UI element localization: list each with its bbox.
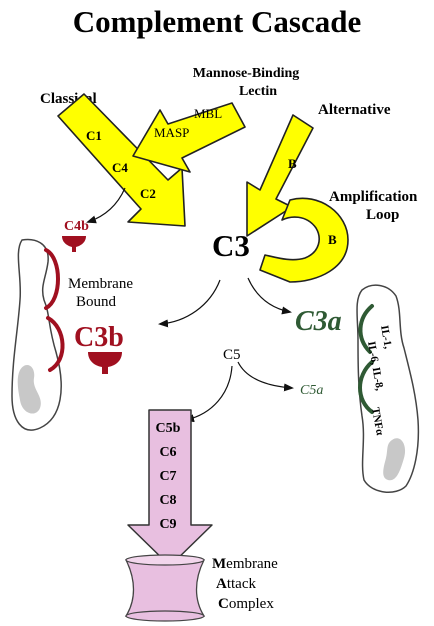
classical-c4: C4: [112, 160, 128, 175]
left-membrane-bracket-upper: [44, 248, 60, 310]
mac-arrow: [127, 409, 213, 567]
c5-label: C5: [223, 347, 241, 363]
mac-component: C9: [159, 517, 176, 532]
membrane-bound-line1: Membrane: [68, 276, 133, 292]
amplification-label-line1: Amplification: [329, 189, 418, 205]
right-cell-outline: [356, 284, 420, 493]
left-cell-nucleus: [17, 364, 41, 414]
cytokine-il1: IL-1,: [378, 324, 394, 350]
mac-pore-bottom: [125, 610, 205, 622]
c3a-label: C3a: [295, 306, 342, 337]
right-cell-nucleus: [383, 438, 406, 481]
lectin-label-line2: Lectin: [239, 84, 277, 99]
classical-c2: C2: [140, 186, 156, 201]
c3-to-c3b-arrow: [158, 279, 221, 328]
c3-to-c3a-arrow: [247, 277, 292, 315]
amplification-b: B: [328, 232, 337, 247]
mac-component: C8: [159, 493, 176, 508]
alternative-label: Alternative: [318, 102, 391, 118]
alternative-arrow: [246, 114, 314, 237]
lectin-mbl: MBL: [194, 106, 222, 121]
mac-pore-top: [125, 554, 205, 566]
mac-component: C5b: [156, 421, 181, 436]
page-title: Complement Cascade: [73, 4, 361, 39]
c5a-label: C5a: [300, 383, 323, 398]
c3-label: C3: [212, 228, 250, 263]
c4b-arrow: [86, 187, 126, 224]
amplification-loop: [259, 197, 349, 283]
lectin-label-line1: Mannose-Binding: [193, 66, 300, 81]
cytokine-tnfa: TNFα: [369, 406, 386, 437]
membrane-bound-line2: Bound: [76, 294, 117, 310]
mac-label-line1: Membrane: [212, 556, 278, 572]
mac-component: C6: [159, 445, 176, 460]
classical-arrow: [57, 93, 186, 227]
mac-label-line3: Complex: [218, 596, 274, 612]
right-membrane-bracket-lower: [358, 360, 374, 414]
mac-label-line2: Attack: [216, 576, 256, 592]
c4b-label: C4b: [64, 219, 89, 234]
mac-component: C7: [159, 469, 176, 484]
c5-to-c5a-arrow: [237, 361, 294, 392]
lectin-arrow: [132, 102, 246, 173]
mac-component-list: C5b C6 C7 C8 C9: [156, 421, 181, 532]
left-membrane-bracket-lower: [46, 316, 65, 372]
alternative-b: B: [288, 156, 297, 171]
amplification-label-line2: Loop: [366, 207, 399, 223]
c4b-receptor-icon: [62, 236, 86, 252]
mac-pore: [124, 559, 206, 617]
lectin-masp: MASP: [154, 125, 189, 140]
c3b-label: C3b: [74, 322, 124, 353]
c3b-receptor-icon: [88, 352, 122, 374]
classical-c1: C1: [86, 128, 102, 143]
c5-to-mac-arrow: [184, 365, 233, 423]
right-membrane-bracket-upper: [358, 304, 374, 354]
